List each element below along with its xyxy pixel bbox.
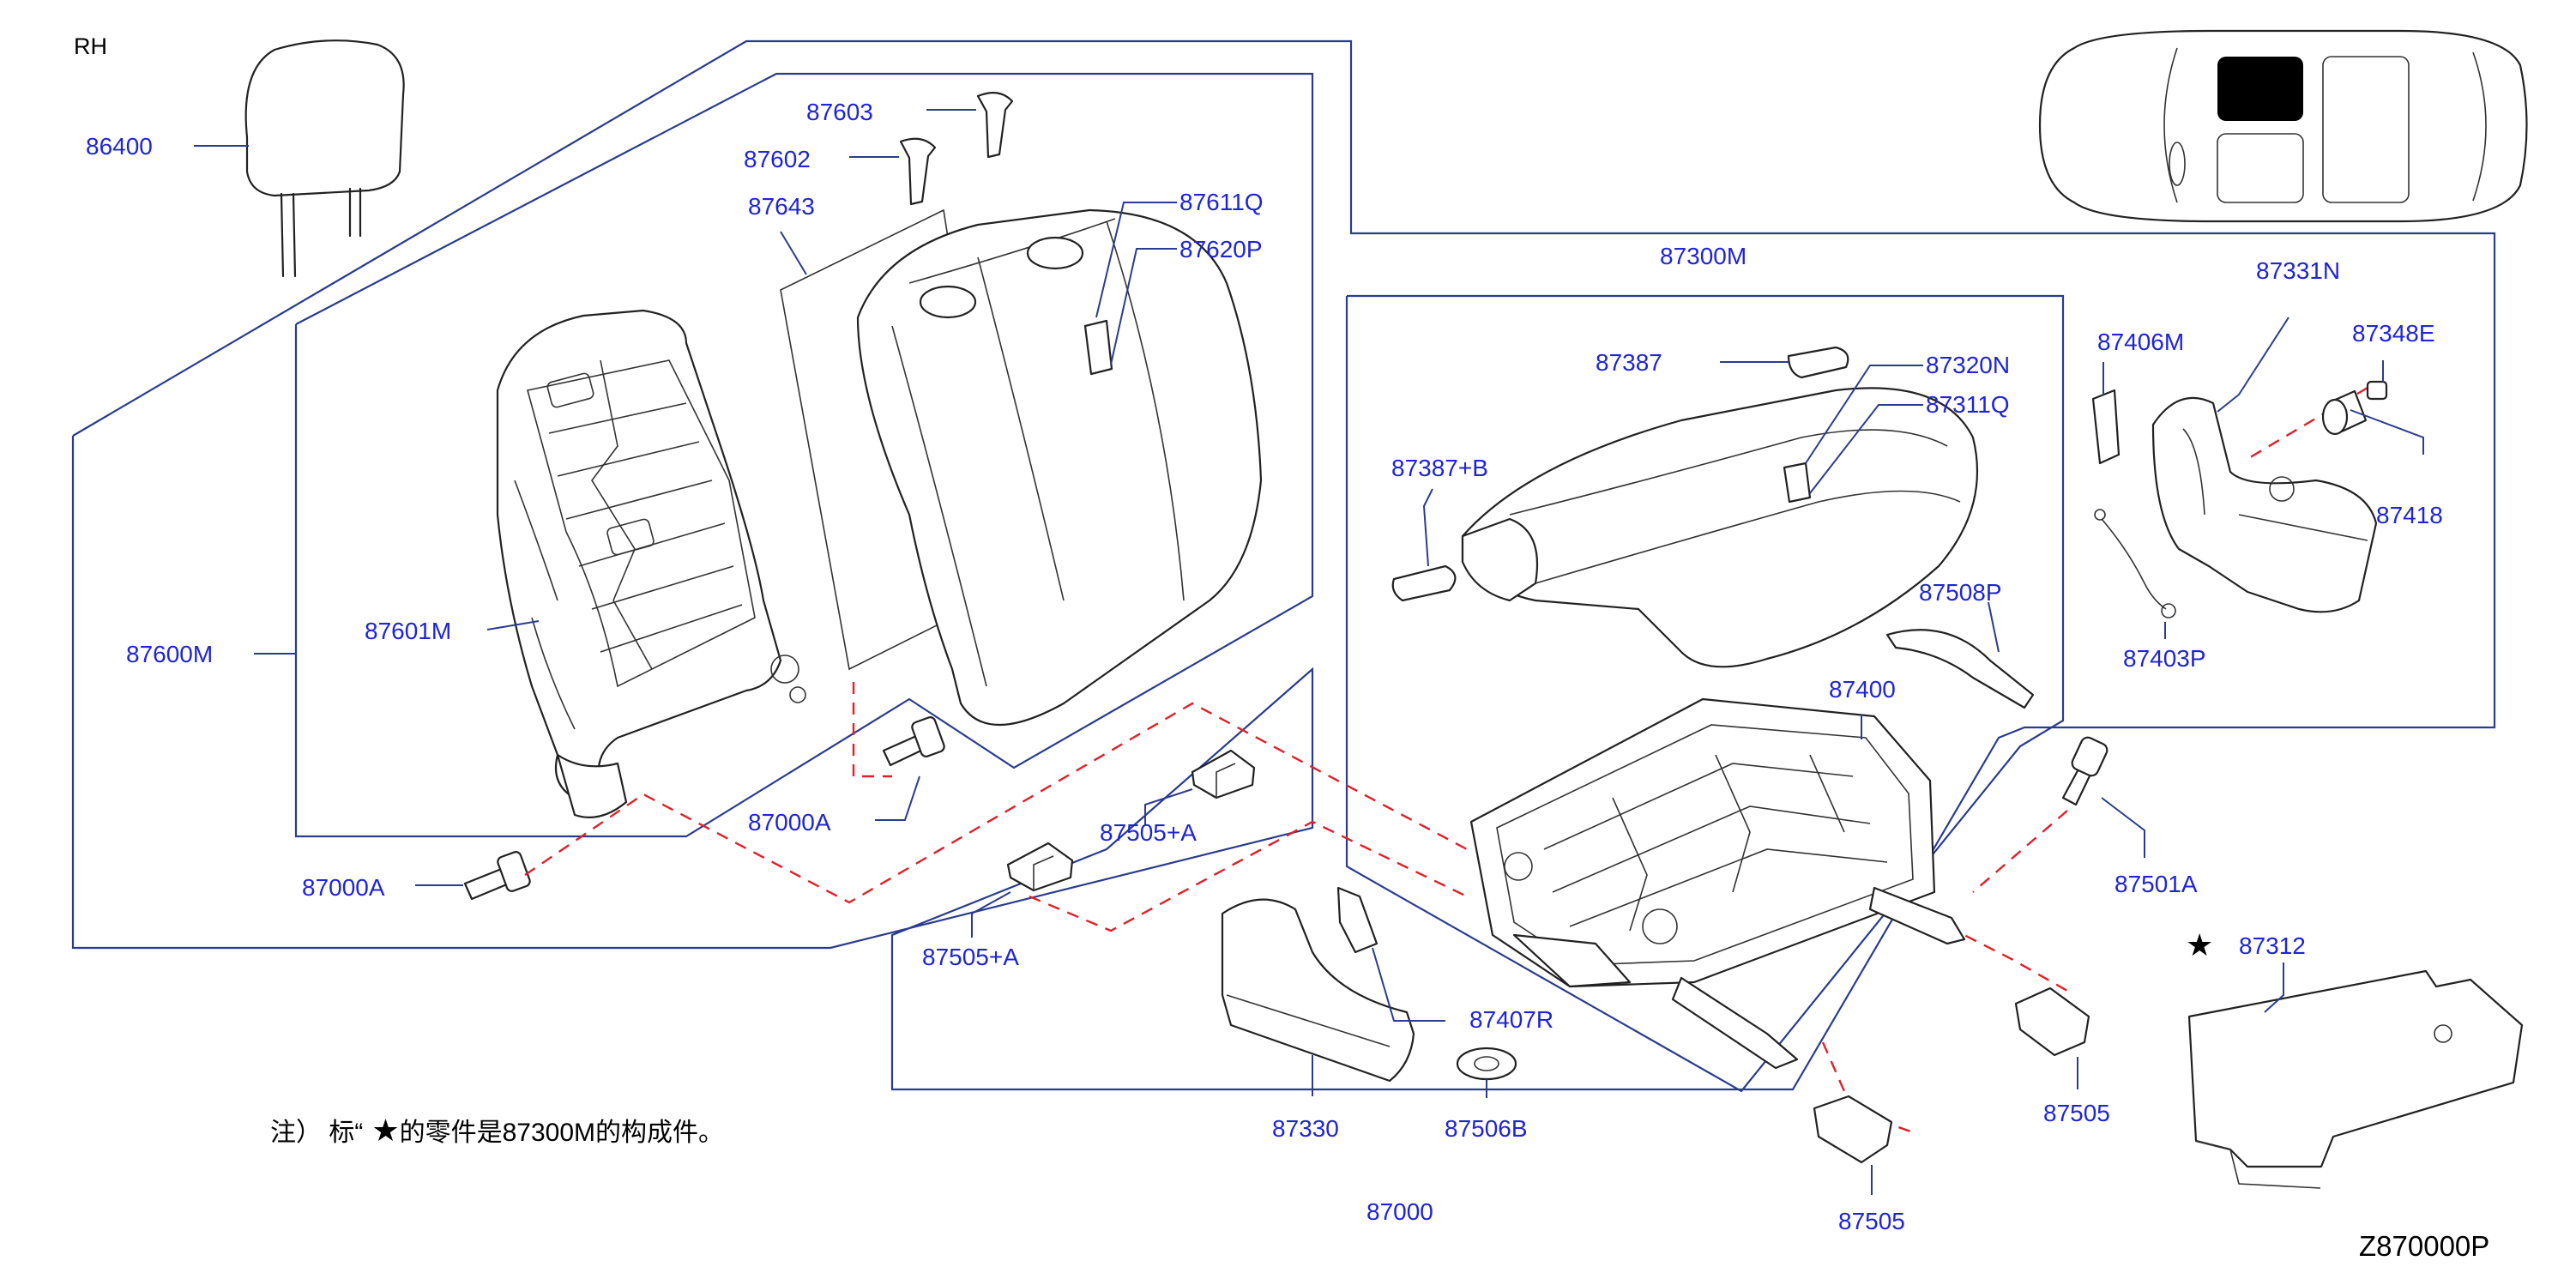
note-text: 注） 标“ ★的零件是87300M的构成件。 bbox=[270, 1113, 724, 1148]
label-87643[interactable]: 87643 bbox=[748, 193, 815, 220]
label-87000a-lower[interactable]: 87000A bbox=[302, 874, 385, 901]
label-87403p[interactable]: 87403P bbox=[2123, 645, 2206, 672]
label-87331n[interactable]: 87331N bbox=[2256, 257, 2340, 284]
note-prefix: 注） 标“ bbox=[270, 1119, 363, 1147]
dashed-leader-clip bbox=[1029, 820, 1468, 932]
label-87602[interactable]: 87602 bbox=[744, 146, 811, 172]
label-87603[interactable]: 87603 bbox=[806, 99, 873, 125]
grommet-87506b bbox=[1456, 1047, 1517, 1081]
label-87300m[interactable]: 87300M bbox=[1660, 243, 1746, 269]
label-87508p[interactable]: 87508P bbox=[1919, 579, 2002, 606]
label-87505-bottom[interactable]: 87505 bbox=[1838, 1208, 1905, 1234]
motor-87418 bbox=[2321, 389, 2368, 436]
seat-back-frame-87601m bbox=[496, 309, 806, 818]
group-outline-cushion bbox=[1345, 294, 2065, 1093]
label-87406m[interactable]: 87406M bbox=[2097, 329, 2184, 355]
label-87505-right[interactable]: 87505 bbox=[2043, 1100, 2110, 1126]
label-87400[interactable]: 87400 bbox=[1829, 676, 1896, 703]
label-87601m[interactable]: 87601M bbox=[365, 618, 451, 644]
side-label: RH bbox=[74, 33, 107, 59]
board-87312 bbox=[2187, 969, 2524, 1189]
label-87320n[interactable]: 87320N bbox=[1926, 352, 2010, 378]
label-87348e[interactable]: 87348E bbox=[2352, 320, 2435, 347]
clip-87505-bottom bbox=[1813, 1095, 1893, 1164]
label-87506b[interactable]: 87506B bbox=[1445, 1115, 1528, 1142]
note-star: ★ bbox=[371, 1113, 399, 1148]
label-87611q[interactable]: 87611Q bbox=[1179, 189, 1264, 215]
label-87000[interactable]: 87000 bbox=[1366, 1198, 1433, 1225]
dashed-leader-bolt bbox=[1972, 810, 2068, 893]
bolt-icon bbox=[463, 92, 2108, 901]
seat-back-pad bbox=[856, 208, 1263, 726]
label-87620p[interactable]: 87620P bbox=[1179, 236, 1263, 262]
bracket-87406m bbox=[2091, 389, 2121, 465]
dashed-leader-track-r bbox=[1946, 925, 2068, 992]
bracket-87387b bbox=[1391, 564, 1457, 602]
label-87418[interactable]: 87418 bbox=[2376, 502, 2443, 528]
car-top-view-icon bbox=[2038, 29, 2528, 223]
label-87505a-upper[interactable]: 87505+A bbox=[1100, 819, 1197, 846]
star-icon: ★ bbox=[2186, 927, 2213, 962]
label-87330[interactable]: 87330 bbox=[1272, 1115, 1339, 1142]
label-86400[interactable]: 86400 bbox=[86, 133, 153, 160]
clip-87505-right bbox=[2014, 986, 2090, 1057]
clip-icon bbox=[1006, 749, 1256, 892]
headrest-icon bbox=[244, 39, 405, 278]
label-87312[interactable]: 87312 bbox=[2239, 932, 2306, 959]
label-87000a-upper[interactable]: 87000A bbox=[748, 809, 831, 836]
seat-cushion-frame-87400 bbox=[1469, 697, 1966, 1070]
label-87505a-lower[interactable]: 87505+A bbox=[922, 944, 1019, 970]
drawing-code: Z870000P bbox=[2359, 1230, 2489, 1262]
trim-87508p bbox=[1885, 629, 2035, 709]
label-87407r[interactable]: 87407R bbox=[1469, 1006, 1553, 1033]
dashed-leader-back2 bbox=[852, 682, 892, 778]
knob-87348e bbox=[2366, 380, 2388, 401]
dashed-leader-track bbox=[1821, 1041, 1914, 1134]
label-87501a[interactable]: 87501A bbox=[2114, 871, 2198, 897]
dashed-leader-back bbox=[524, 702, 1468, 904]
group-outline-seat-back bbox=[71, 39, 2496, 1091]
note-suffix: 的零件是87300M的构成件。 bbox=[400, 1119, 724, 1147]
label-87311q[interactable]: 87311Q bbox=[1926, 391, 2010, 418]
label-87600m[interactable]: 87600M bbox=[126, 641, 213, 667]
label-87387b[interactable]: 87387+B bbox=[1391, 455, 1488, 481]
side-shield-87331n bbox=[2151, 396, 2378, 613]
side-cover-87330 bbox=[1221, 886, 1415, 1083]
bracket-87387 bbox=[1787, 346, 1849, 379]
cable-87403p bbox=[2094, 509, 2176, 618]
label-87387[interactable]: 87387 bbox=[1596, 349, 1662, 376]
group-outline-seat-frame bbox=[294, 72, 1314, 838]
seat-cushion-pad bbox=[1461, 387, 1979, 668]
